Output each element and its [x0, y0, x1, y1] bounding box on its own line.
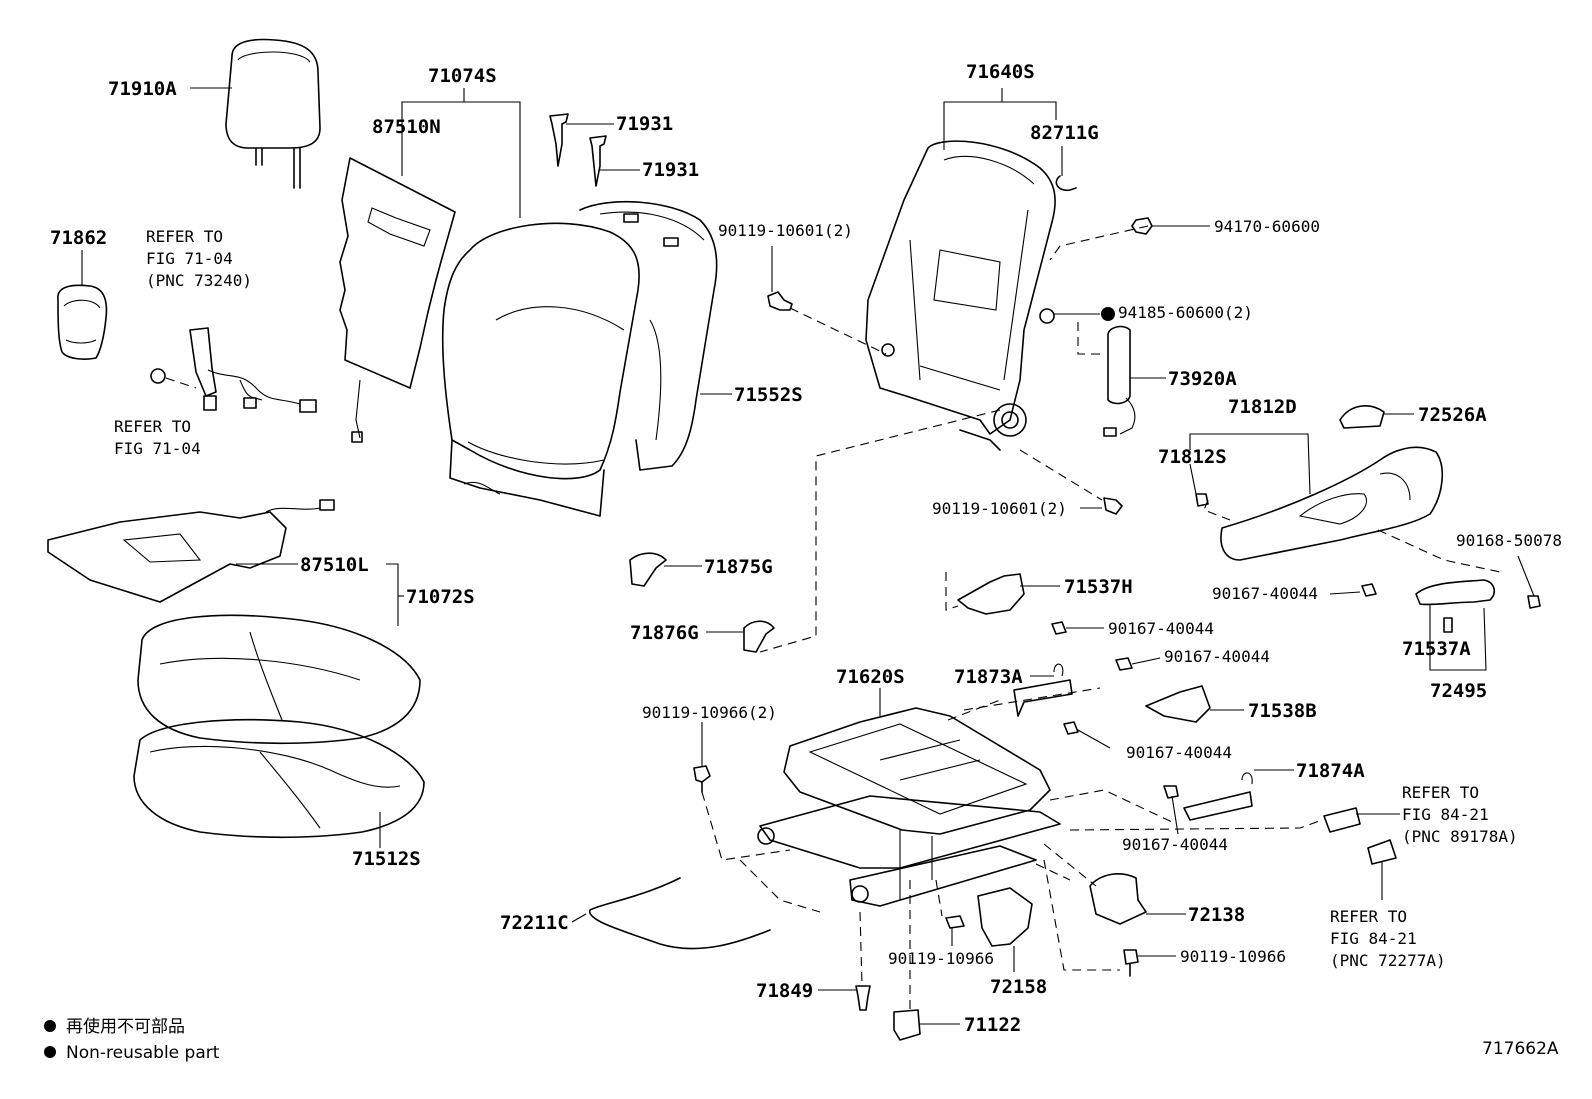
label-87510N: 87510N — [372, 116, 441, 138]
label-71537H: 71537H — [1064, 576, 1133, 598]
cushion-heater-pad-drawing — [47, 499, 335, 603]
label-71876G: 71876G — [630, 622, 699, 644]
refer-fig-84-21-b-line1: REFER TO — [1330, 907, 1407, 926]
label-90167-40044-d: 90167-40044 — [1126, 743, 1232, 762]
clip-drawings — [549, 113, 607, 187]
label-72495: 72495 — [1430, 680, 1487, 702]
label-71931-bottom: 71931 — [642, 159, 699, 181]
cover-71875g-drawing — [629, 552, 667, 587]
label-90119-10966-c: 90119-10966 — [1180, 947, 1286, 966]
refer-fig-84-21-a-line1: REFER TO — [1402, 783, 1479, 802]
label-90167-40044-e: 90167-40044 — [1122, 835, 1228, 854]
label-72526A: 72526A — [1418, 404, 1487, 426]
legend-non-reusable-en: Non-reusable part — [66, 1043, 220, 1063]
label-71512S: 71512S — [352, 848, 421, 870]
label-90167-40044-a: 90167-40044 — [1108, 619, 1214, 638]
label-71862: 71862 — [50, 227, 107, 249]
refer-fig-84-21-a-line3: (PNC 89178A) — [1402, 827, 1518, 846]
label-71552S: 71552S — [734, 384, 803, 406]
label-82711G: 82711G — [1030, 122, 1099, 144]
label-71074S: 71074S — [428, 65, 497, 87]
non-reusable-bullet — [44, 1046, 56, 1058]
label-71812D: 71812D — [1228, 396, 1297, 418]
label-94170-60600: 94170-60600 — [1214, 217, 1320, 236]
label-90119-10601-top: 90119-10601(2) — [718, 221, 853, 240]
seat-cushion-frame-drawing — [757, 707, 1061, 907]
cover-71876g-drawing — [743, 620, 775, 653]
label-71910A: 71910A — [108, 78, 177, 100]
refer-fig-71-04-line1: REFER TO — [146, 227, 223, 246]
non-reusable-marker-94185 — [1101, 307, 1115, 321]
trim-ring-drawing — [57, 284, 108, 360]
leader-lines — [81, 87, 1535, 1025]
pin-71849-drawing — [855, 985, 871, 1011]
wire-72211c-drawing — [589, 877, 771, 950]
fastener-drawings — [767, 217, 1153, 515]
headrest-drawing — [225, 38, 321, 189]
label-90168-50078: 90168-50078 — [1456, 531, 1562, 550]
refer-fig-71-04-b-line1: REFER TO — [114, 417, 191, 436]
label-90167-40044-c: 90167-40044 — [1164, 647, 1270, 666]
refer-fig-84-21-b-line2: FIG 84-21 — [1330, 929, 1417, 948]
label-71931-top: 71931 — [616, 113, 673, 135]
dashed-connection-lines — [701, 225, 1501, 1010]
cushion-cover-drawing — [137, 614, 421, 745]
cover-72158-drawing — [977, 887, 1033, 947]
refer-fig-71-04-line2: FIG 71-04 — [146, 249, 233, 268]
side-shield-drawing — [1195, 446, 1444, 561]
connector-drawings — [1323, 807, 1397, 865]
label-71537A: 71537A — [1402, 638, 1471, 660]
cover-72138-drawing — [1089, 873, 1147, 925]
label-94185-60600: 94185-60600(2) — [1118, 303, 1253, 322]
non-reusable-bullet — [44, 1020, 56, 1032]
refer-fig-71-04-b-line2: FIG 71-04 — [114, 439, 201, 458]
seat-belt-buckle-drawing — [150, 327, 317, 413]
label-71875G: 71875G — [704, 556, 773, 578]
label-71849: 71849 — [756, 980, 813, 1002]
frame-bolt-drawings — [693, 765, 1139, 977]
seatback-cover-drawing — [441, 200, 718, 517]
label-72138: 72138 — [1188, 904, 1245, 926]
label-71873A: 71873A — [954, 666, 1023, 688]
legend-non-reusable-jp: 再使用不可部品 — [66, 1016, 185, 1037]
cushion-pad-drawing — [133, 718, 425, 839]
label-90119-10966-b: 90119-10966 — [888, 949, 994, 968]
bracket-drawings — [957, 573, 1377, 821]
label-90119-10966-a: 90119-10966(2) — [642, 703, 777, 722]
label-87510L: 87510L — [300, 554, 369, 576]
label-73920A: 73920A — [1168, 368, 1237, 390]
recliner-lever-drawing — [1415, 579, 1541, 633]
seatback-heater-pad-drawing — [339, 157, 456, 443]
refer-fig-84-21-b-line3: (PNC 72277A) — [1330, 951, 1446, 970]
label-71620S: 71620S — [836, 666, 905, 688]
label-71072S: 71072S — [406, 586, 475, 608]
label-72158: 72158 — [990, 976, 1047, 998]
recliner-knob-drawing — [1339, 405, 1385, 429]
label-71538B: 71538B — [1248, 700, 1317, 722]
label-71640S: 71640S — [966, 61, 1035, 83]
figure-id: 717662A — [1482, 1039, 1559, 1059]
clip-82711g-drawing — [1055, 175, 1077, 192]
side-airbag-drawing — [1103, 325, 1136, 437]
label-71812S: 71812S — [1158, 446, 1227, 468]
label-72211C: 72211C — [500, 912, 569, 934]
clip-71122-drawing — [893, 1009, 921, 1041]
seatback-frame-drawing — [865, 140, 1056, 451]
label-90119-10601-bottom: 90119-10601(2) — [932, 499, 1067, 518]
refer-fig-84-21-a-line2: FIG 84-21 — [1402, 805, 1489, 824]
label-90167-40044-b: 90167-40044 — [1212, 584, 1318, 603]
label-71122: 71122 — [964, 1014, 1021, 1036]
part-labels: 71910A 71074S 87510N 71931 71931 71640S … — [50, 61, 1562, 1036]
label-71874A: 71874A — [1296, 760, 1365, 782]
refer-fig-71-04-line3: (PNC 73240) — [146, 271, 252, 290]
